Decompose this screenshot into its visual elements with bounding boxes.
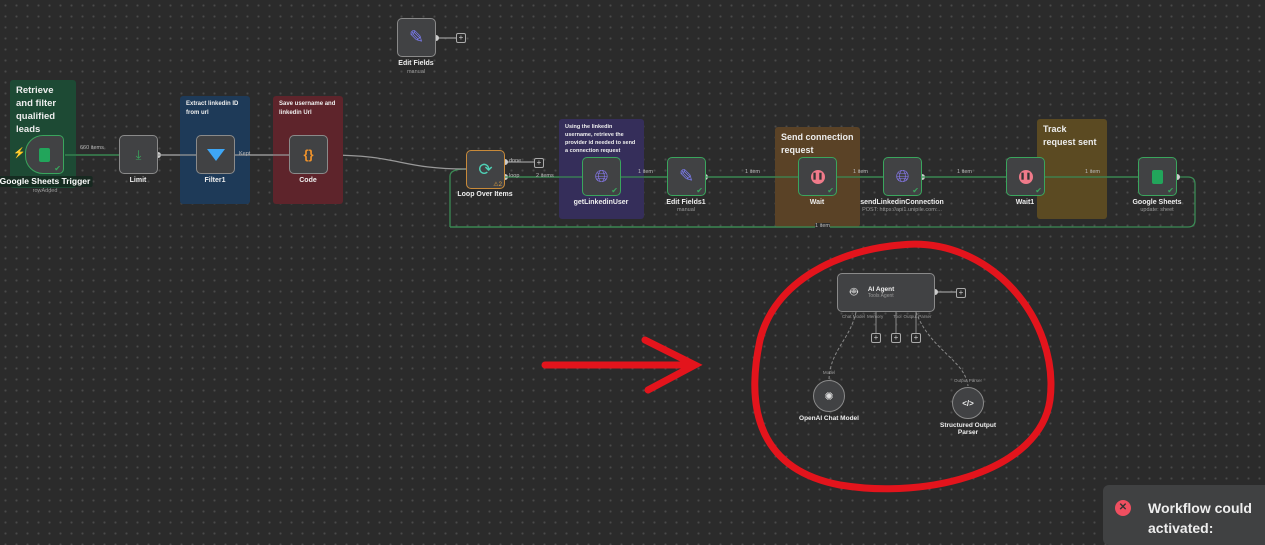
- node-sub: manual: [406, 69, 426, 75]
- edge-parser: [915, 311, 969, 387]
- node-label: Code: [299, 177, 317, 184]
- filter-icon: [206, 148, 225, 161]
- node-filter1[interactable]: [196, 135, 235, 174]
- loop-icon: ⟳: [478, 159, 493, 179]
- edge-port-stubs: [875, 312, 917, 333]
- edge-model: [828, 311, 857, 381]
- node-limit[interactable]: ⤓: [119, 135, 158, 174]
- node-label: Filter1: [204, 177, 226, 184]
- node-label: getLinkedinUser: [573, 199, 629, 206]
- node-edit-fields[interactable]: ✎: [397, 18, 436, 57]
- port-label: Output Parser: [903, 314, 932, 319]
- node-structured-output-parser[interactable]: </>: [952, 387, 984, 419]
- edge-label: 1 item: [853, 169, 868, 175]
- node-label: Edit Fields1: [666, 199, 706, 206]
- error-toast: ✕ Workflow could activated:: [1103, 485, 1265, 545]
- node-label: Structured Output Parser: [940, 422, 996, 436]
- node-label: AI Agent: [867, 286, 895, 293]
- add-node-button[interactable]: +: [456, 33, 466, 43]
- trigger-bolt-icon: ⚡: [13, 148, 26, 159]
- node-label: Loop Over Items: [457, 191, 513, 198]
- add-output-parser-button[interactable]: +: [911, 333, 921, 343]
- node-sub: update: sheet: [1140, 207, 1174, 213]
- edge-loop-back-in: [449, 168, 467, 227]
- add-tool-button[interactable]: +: [891, 333, 901, 343]
- node-label: Limit: [129, 177, 147, 184]
- pause-icon: ❚❚: [1018, 169, 1033, 184]
- edge-code-loop: [327, 154, 467, 170]
- port-label: Tool: [893, 314, 902, 319]
- toast-line2: activated:: [1148, 520, 1214, 536]
- node-openai-chat-model[interactable]: ✺: [813, 380, 845, 412]
- node-sendlinkedinconnection[interactable]: 🌐︎✔: [883, 157, 922, 196]
- warning-badge: ⚠2: [493, 182, 502, 188]
- code-tag-icon: </>: [962, 398, 974, 408]
- pencil-icon: ✎: [678, 166, 695, 186]
- node-wait1[interactable]: ❚❚✔: [1006, 157, 1045, 196]
- globe-icon: 🌐︎: [895, 166, 910, 186]
- limit-icon: ⤓: [135, 146, 142, 162]
- code-braces-icon: {}: [303, 147, 314, 162]
- google-sheets-icon: [39, 147, 50, 162]
- port-label: Output Parser: [953, 378, 982, 383]
- google-sheets-icon: [1152, 169, 1163, 184]
- node-sub: rowAdded: [32, 188, 58, 194]
- output-done-label: done: [509, 158, 522, 164]
- toast-title: Workflow could: [1148, 500, 1252, 516]
- edge-label: 2 items: [536, 173, 554, 179]
- node-label: OpenAI Chat Model: [799, 415, 859, 422]
- node-label: Edit Fields: [398, 60, 434, 67]
- error-x-icon: ✕: [1115, 500, 1131, 516]
- port-label: Model: [822, 370, 836, 375]
- node-getlinkedinuser[interactable]: 🌐︎✔: [582, 157, 621, 196]
- add-node-button[interactable]: +: [534, 158, 544, 168]
- robot-icon: 🤖︎: [850, 283, 858, 299]
- node-loop-over-items[interactable]: ⟳⚠2: [466, 150, 505, 189]
- node-sub: POST: https://api1.unipile.com:...: [862, 207, 942, 213]
- node-google-sheets-trigger[interactable]: ✔: [25, 135, 64, 174]
- add-memory-button[interactable]: +: [871, 333, 881, 343]
- node-label: sendLinkedinConnection: [860, 199, 944, 206]
- port-label: Chat Model: [842, 314, 866, 319]
- node-google-sheets[interactable]: ✔: [1138, 157, 1177, 196]
- node-label: Google Sheets: [1132, 199, 1182, 206]
- pencil-icon: ✎: [408, 27, 425, 47]
- node-label: Wait: [809, 199, 825, 206]
- node-sub: manual: [676, 207, 696, 213]
- add-node-button[interactable]: +: [956, 288, 966, 298]
- edge-label: 1 item: [957, 169, 972, 175]
- output-loop-label: loop: [509, 173, 520, 179]
- node-sub: Tools Agent: [867, 293, 894, 299]
- edge-label: Kept: [239, 151, 251, 157]
- port-label: Memory: [867, 314, 884, 319]
- annotation-arrow: [541, 336, 703, 394]
- edge-label: 1 item: [638, 169, 653, 175]
- node-code[interactable]: {}: [289, 135, 328, 174]
- node-wait[interactable]: ❚❚✔: [798, 157, 837, 196]
- pause-icon: ❚❚: [810, 169, 825, 184]
- node-edit-fields1[interactable]: ✎✔: [667, 157, 706, 196]
- globe-icon: 🌐︎: [594, 166, 609, 186]
- openai-icon: ✺: [824, 390, 834, 403]
- edge-label: 660 items: [80, 145, 104, 151]
- node-label: Wait1: [1015, 199, 1035, 206]
- edge-label: 1 item: [1085, 169, 1100, 175]
- edge-label: 1 item: [815, 223, 830, 229]
- node-label-google-sheets-trigger: Google Sheets Trigger: [0, 176, 93, 187]
- edge-loop-back: [450, 176, 1196, 228]
- annotation-circle: [751, 240, 1055, 493]
- edge-label: 1 item: [745, 169, 760, 175]
